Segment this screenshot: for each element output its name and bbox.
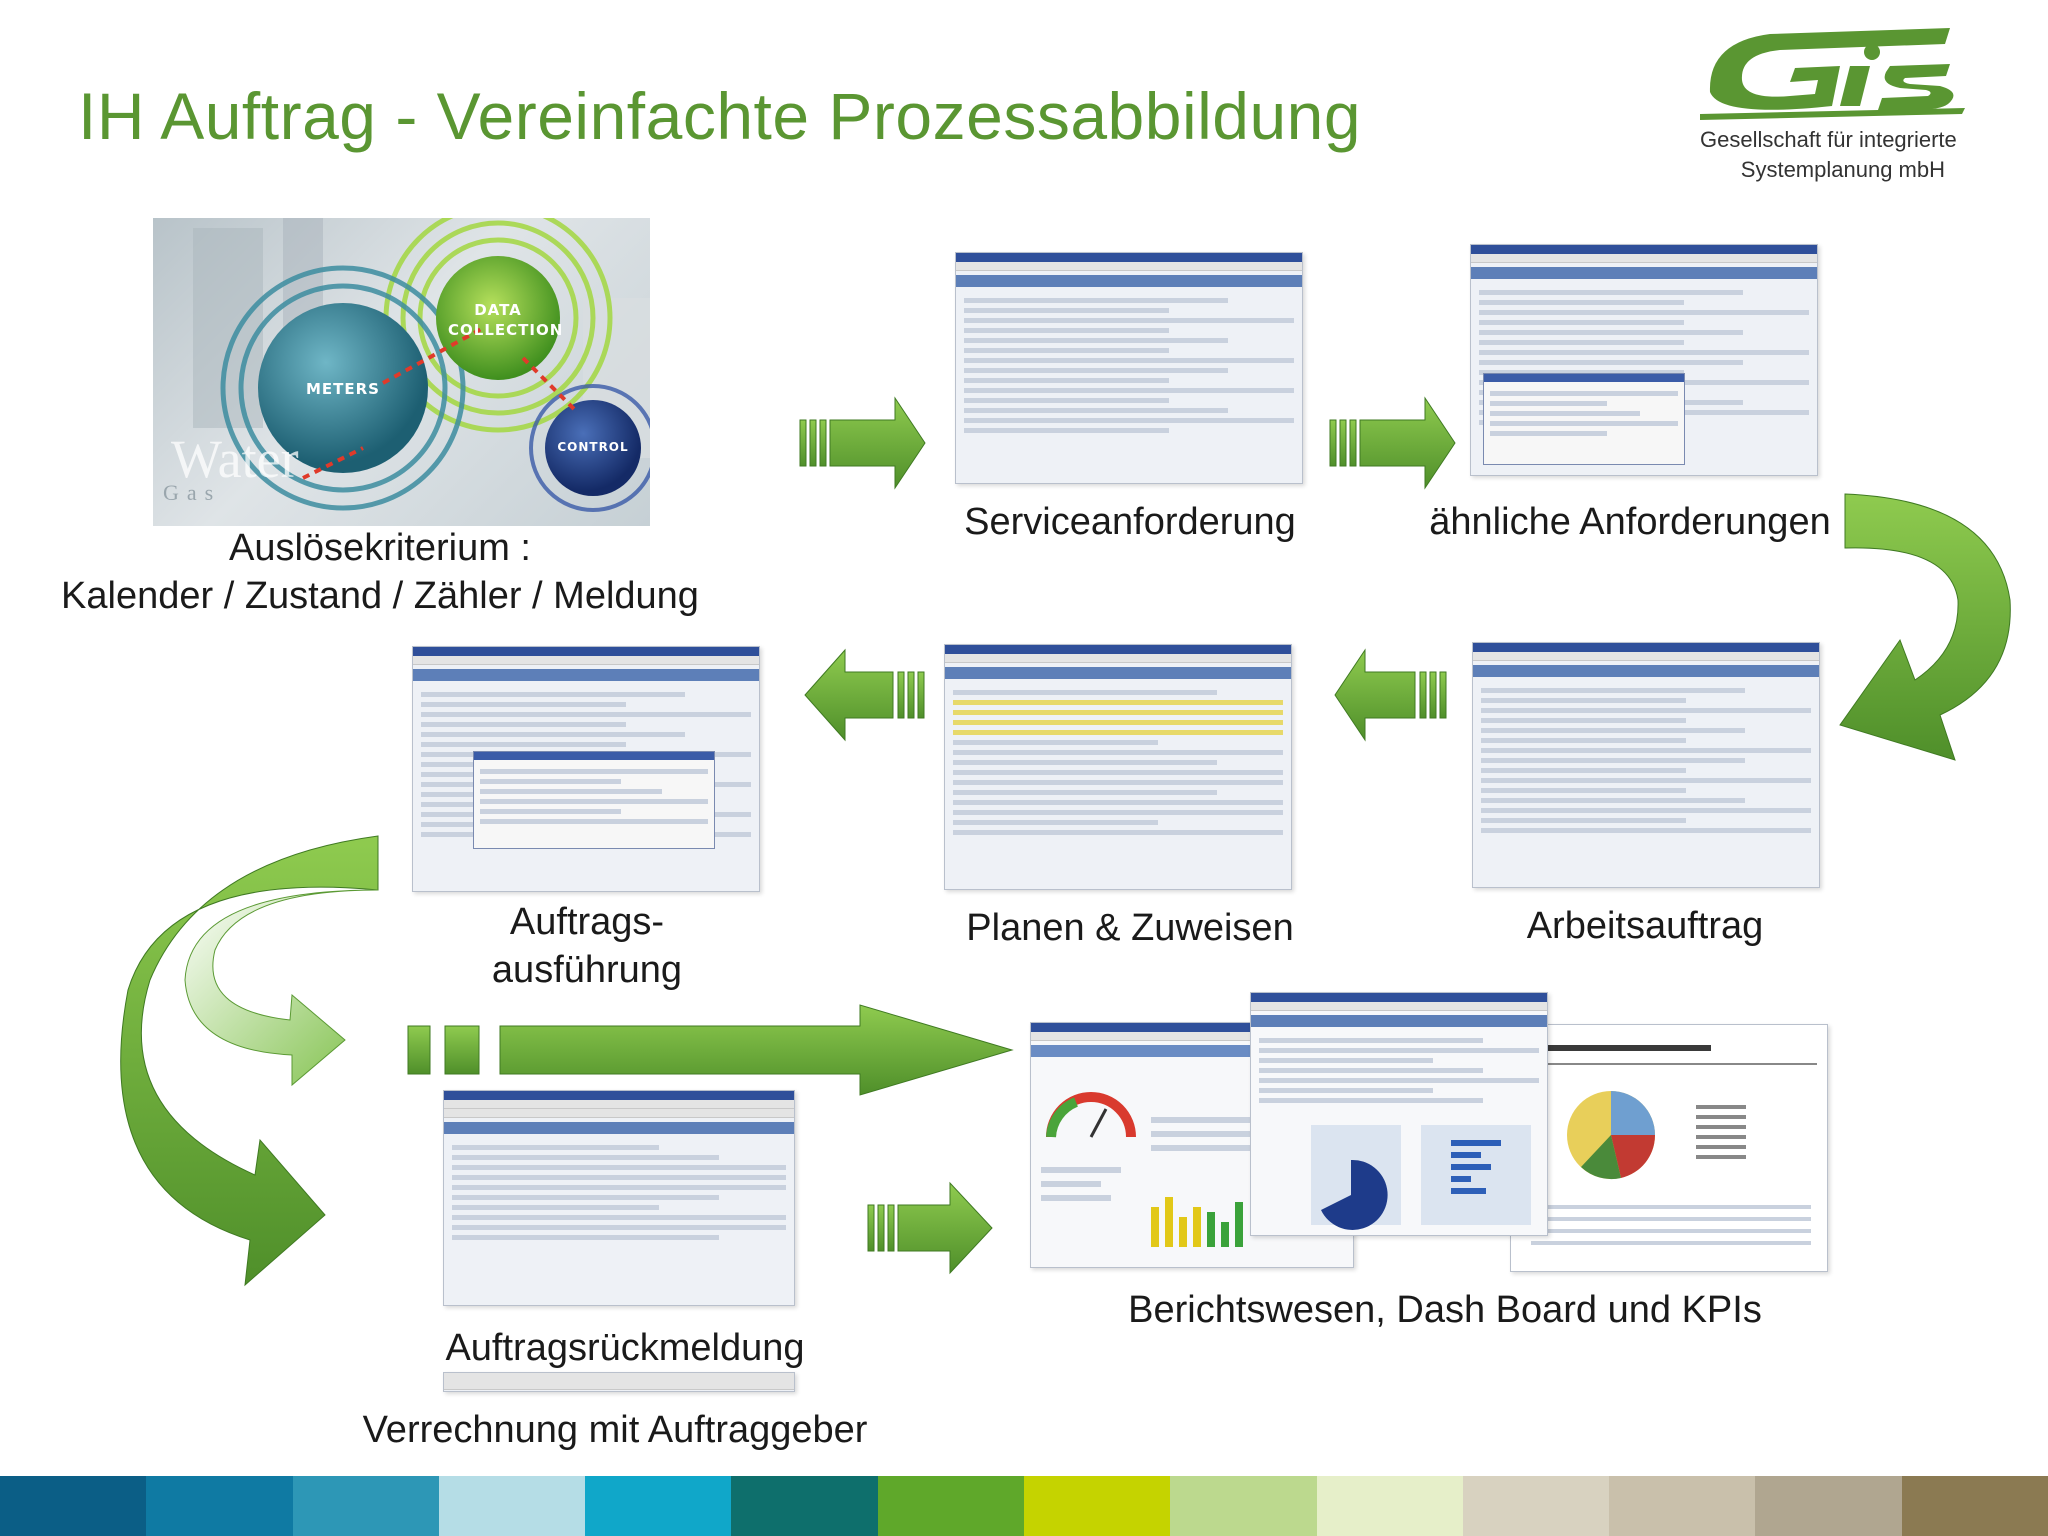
label-work-order: Arbeitsauftrag bbox=[1526, 905, 1764, 947]
logo-company-line1: Gesellschaft für integrierte bbox=[1700, 127, 1957, 152]
bubble-data-collection-label: DATA COLLECTION bbox=[448, 301, 564, 339]
stripe-segment bbox=[1316, 1476, 1463, 1536]
arrow-curve-left-outer bbox=[120, 835, 379, 1287]
label-billing: Verrechnung mit Auftraggeber bbox=[362, 1409, 868, 1451]
arrow-to-execution bbox=[804, 648, 925, 742]
background-word-gas: Gas bbox=[163, 480, 222, 505]
stripe-segment bbox=[1609, 1476, 1756, 1536]
arrow-feedback-to-reporting bbox=[867, 1181, 993, 1275]
stripe-segment bbox=[877, 1476, 1024, 1536]
arrow-to-reporting-top bbox=[407, 1004, 1014, 1096]
stripe-segment bbox=[146, 1476, 293, 1536]
gis-logo-mark bbox=[1700, 28, 1965, 120]
gis-logo: Gesellschaft für integrierte Systemplanu… bbox=[1700, 22, 1980, 192]
slide-title: IH Auftrag - Vereinfachte Prozessabbildu… bbox=[78, 79, 1362, 153]
label-execution-line1: Auftrags- bbox=[509, 901, 665, 943]
stripe-segment bbox=[292, 1476, 439, 1536]
screenshot-execution bbox=[412, 646, 760, 892]
stripe-segment bbox=[1901, 1476, 2048, 1536]
label-reporting: Berichtswesen, Dash Board und KPIs bbox=[1128, 1289, 1762, 1331]
arrow-curve-right bbox=[1839, 493, 2011, 761]
bubbles-graphic bbox=[193, 218, 650, 512]
screenshot-service-request bbox=[955, 252, 1303, 484]
label-service-request: Serviceanforderung bbox=[964, 501, 1296, 543]
trigger-illustration: Water Gas DATA COLLECTION METERS CONTROL bbox=[153, 218, 650, 526]
report-pie-graphics bbox=[1521, 1045, 1817, 1245]
stripe-segment bbox=[1755, 1476, 1902, 1536]
screenshot-kpi-list bbox=[1250, 992, 1548, 1236]
screenshot-similar-requests bbox=[1470, 244, 1818, 476]
stripe-segment bbox=[1170, 1476, 1317, 1536]
stripe-segment bbox=[438, 1476, 586, 1536]
dashboard-graphics bbox=[1041, 1092, 1331, 1247]
background-word-water: Water bbox=[171, 429, 299, 489]
arrow-to-similar-requests bbox=[1329, 396, 1456, 490]
stripe-segment bbox=[1462, 1476, 1610, 1536]
label-feedback: Auftragsrückmeldung bbox=[445, 1327, 805, 1369]
screenshot-feedback-statusbar bbox=[443, 1372, 795, 1392]
stripe-segment bbox=[0, 1476, 147, 1536]
logo-company-line2: Systemplanung mbH bbox=[1740, 157, 1945, 182]
arrow-to-plan-assign bbox=[1334, 648, 1447, 742]
stripe-segment bbox=[731, 1476, 878, 1536]
kpi-charts bbox=[1311, 1125, 1531, 1230]
label-execution-line2: ausführung bbox=[491, 949, 683, 991]
label-plan-assign: Planen & Zuweisen bbox=[966, 907, 1294, 949]
label-similar-requests: ähnliche Anforderungen bbox=[1429, 501, 1831, 543]
screenshot-work-order bbox=[1472, 642, 1820, 888]
stripe-segment bbox=[585, 1476, 732, 1536]
trigger-label-line2: Kalender / Zustand / Zähler / Meldung bbox=[61, 575, 699, 617]
screenshot-report-pie bbox=[1510, 1024, 1828, 1272]
screenshot-plan-assign bbox=[944, 644, 1292, 890]
screenshot-feedback bbox=[443, 1090, 795, 1306]
bubble-control-label: CONTROL bbox=[557, 440, 629, 454]
stripe-segment bbox=[1023, 1476, 1171, 1536]
bubble-meters-label: METERS bbox=[305, 380, 380, 398]
footer-color-stripe bbox=[0, 1476, 2048, 1536]
arrow-to-service-request bbox=[799, 396, 926, 490]
arrow-curve-left-inner bbox=[184, 889, 379, 1087]
trigger-label-line1: Auslösekriterium : bbox=[229, 527, 531, 569]
